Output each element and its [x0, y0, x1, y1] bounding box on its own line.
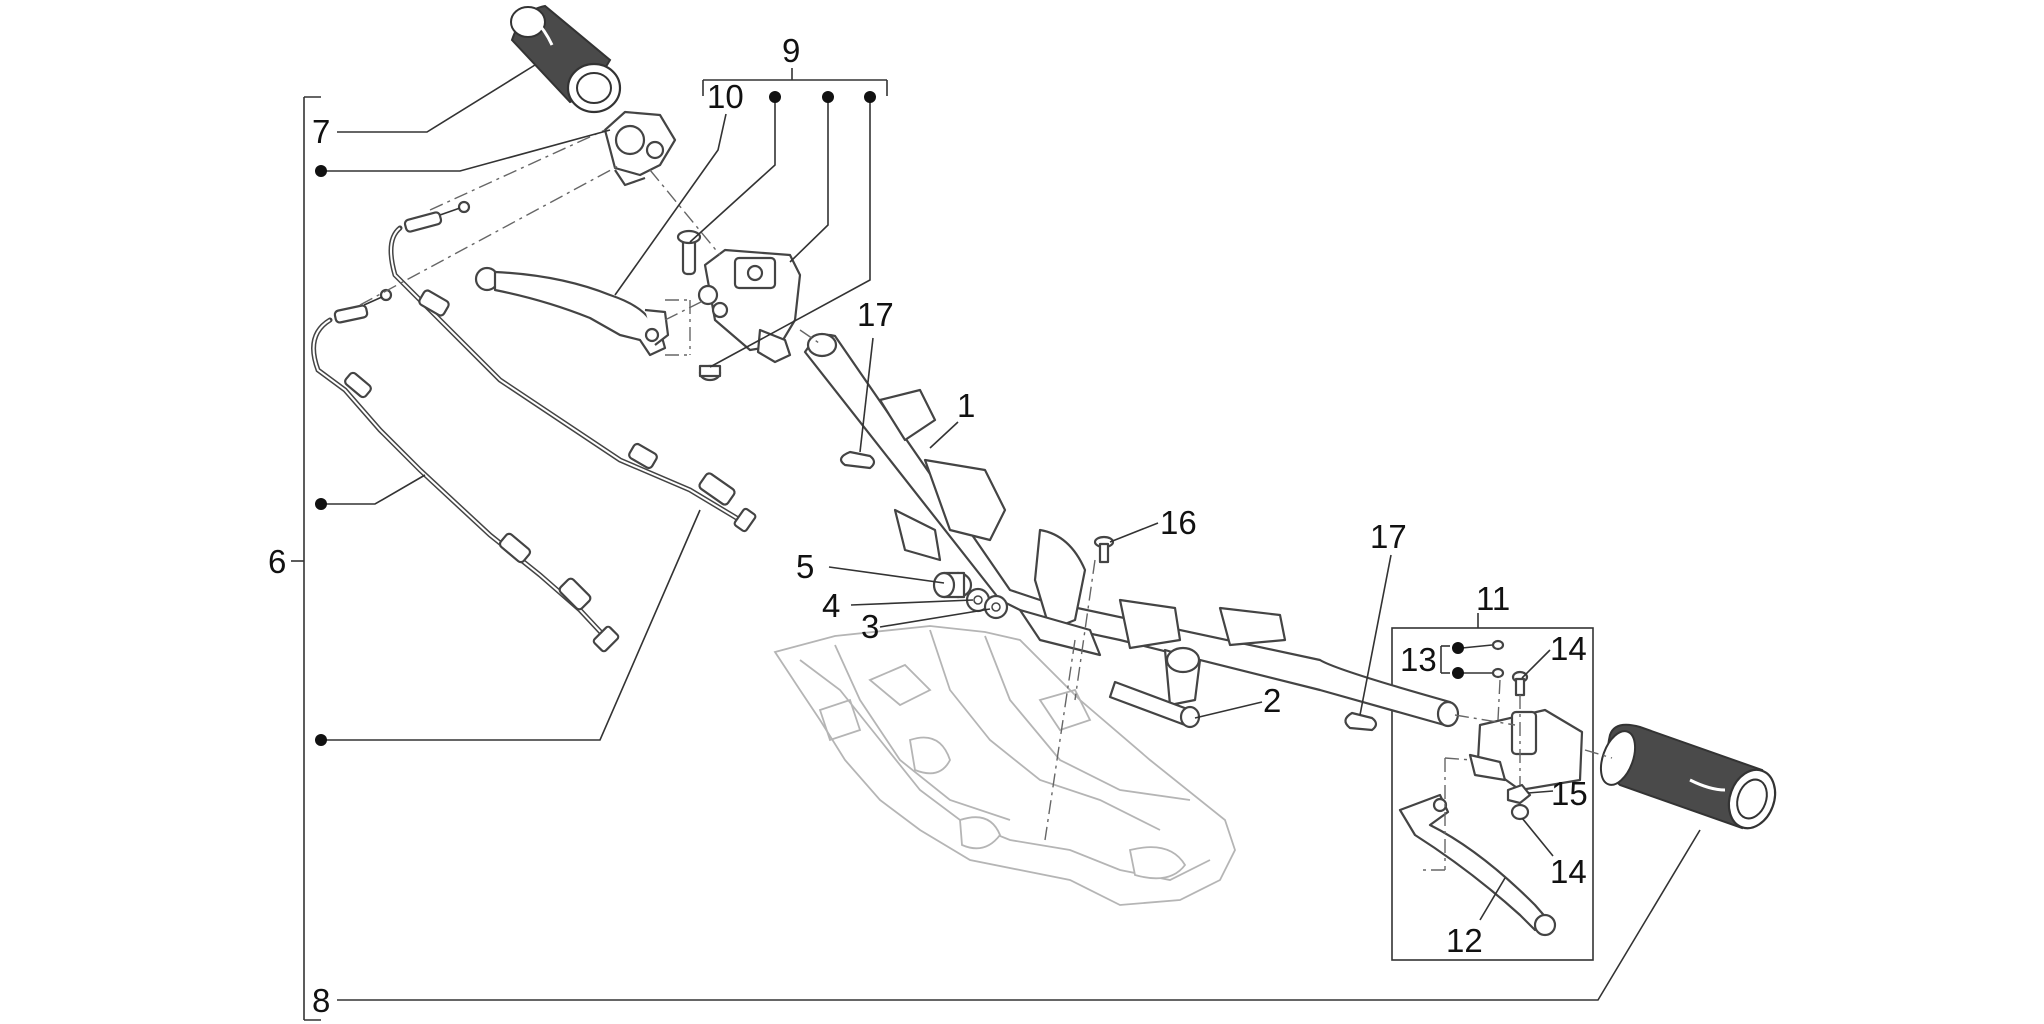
callout-12: 12: [1446, 922, 1483, 959]
callout-1: 1: [957, 387, 975, 424]
washer-3: [983, 594, 1009, 620]
brake-master-cylinder: [697, 248, 802, 364]
switch-housing: [603, 110, 677, 187]
ghosted-headset-cover: [773, 625, 1236, 906]
right-brake-lever: [1398, 793, 1557, 937]
alignment-lines: [359, 129, 1613, 871]
washers-13: [1491, 639, 1505, 679]
callout-16: 16: [1160, 504, 1197, 541]
callout-17-right: 17: [1370, 518, 1407, 555]
right-lever-bracket: [1468, 708, 1584, 792]
bushing: [932, 571, 973, 599]
reservoir-cap-nut: [698, 364, 722, 382]
bullet-dots: [315, 91, 1464, 746]
group-11-box: [1391, 613, 1594, 961]
group-6-bracket: [291, 96, 321, 1021]
group-9-bracket: [702, 68, 888, 96]
callout-10: 10: [707, 78, 744, 115]
callout-4: 4: [822, 587, 840, 624]
callout-2: 2: [1263, 682, 1281, 719]
callout-13: 13: [1400, 641, 1437, 678]
spring-clip-left: [839, 450, 876, 470]
callout-17-left: 17: [857, 296, 894, 333]
callout-14-lower: 14: [1550, 853, 1587, 890]
screw-16: [1093, 535, 1115, 564]
handlebar: [803, 332, 1460, 728]
mirror-screw: [676, 229, 702, 276]
callout-3: 3: [861, 608, 879, 645]
callout-labels: 1 2 3 4 5 6 7 8 9 10 11 12 13 14 14 15 1…: [268, 32, 1588, 1019]
left-grip: [510, 4, 622, 114]
callout-5: 5: [796, 548, 814, 585]
callout-14-upper: 14: [1550, 630, 1587, 667]
screw-14-upper: [1511, 670, 1529, 697]
right-grip: [1599, 723, 1777, 830]
callout-15: 15: [1551, 775, 1588, 812]
bolt: [1108, 680, 1201, 729]
callout-8: 8: [312, 982, 330, 1019]
leader-lines: [321, 64, 1701, 1001]
throttle-cable-lower: [311, 288, 620, 653]
spring-clip-right: [1344, 711, 1378, 732]
left-brake-lever: [474, 266, 670, 357]
nut-15: [1506, 783, 1532, 805]
nut-14-lower: [1510, 803, 1530, 821]
throttle-cable-upper: [388, 200, 757, 533]
callout-9: 9: [782, 32, 800, 69]
callout-7: 7: [312, 113, 330, 150]
callout-6: 6: [268, 543, 286, 580]
callout-11: 11: [1476, 580, 1510, 617]
